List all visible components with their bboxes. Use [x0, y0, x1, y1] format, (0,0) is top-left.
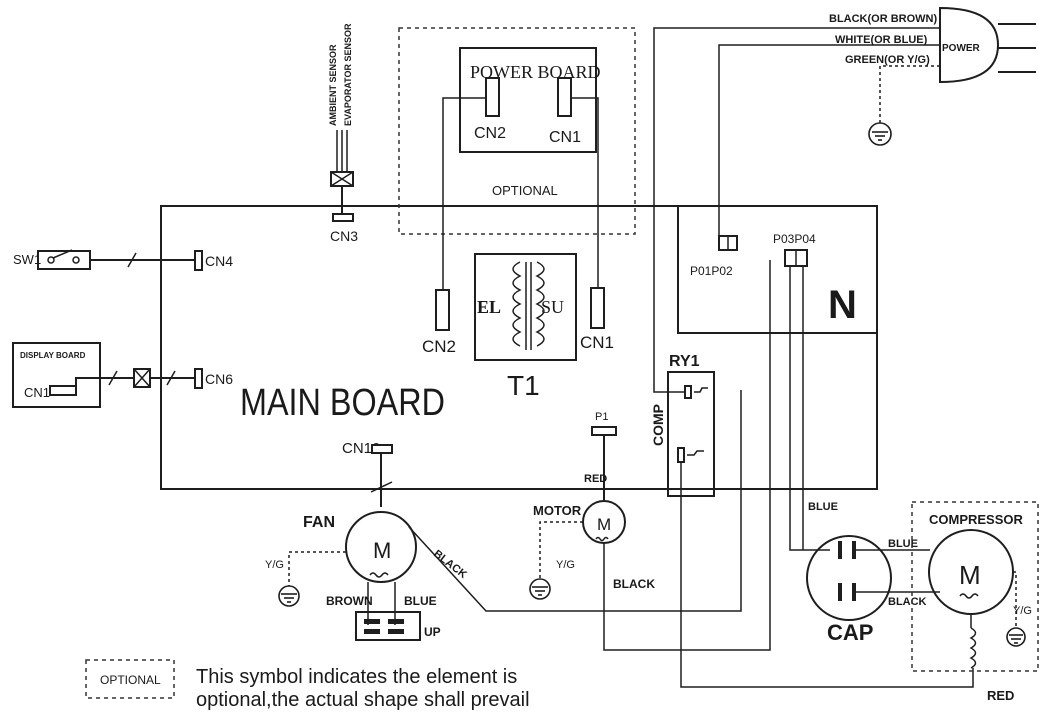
optional-area-label: OPTIONAL — [492, 183, 558, 198]
neutral-section — [677, 206, 877, 334]
legend-optional-label: OPTIONAL — [100, 673, 161, 687]
cap-label: CAP — [827, 620, 873, 645]
plug-icon — [939, 6, 1036, 84]
up-label: UP — [424, 625, 441, 639]
cn3-connector — [332, 213, 354, 222]
motor-yg-label: Y/G — [556, 559, 575, 571]
ambient-sensor-label: AMBIENT SENSOR — [328, 44, 338, 126]
transformer-icon — [474, 253, 577, 361]
motor-icon — [345, 511, 417, 583]
wire-motor-black — [603, 260, 771, 651]
fan-yg-label: Y/G — [265, 559, 284, 571]
comp-label: COMP — [650, 404, 666, 446]
wire-p01-white — [718, 44, 940, 243]
cap-blue-label: BLUE — [888, 538, 918, 550]
sw1-label: SW1 — [13, 252, 41, 267]
legend-text-line1: This symbol indicates the element is — [196, 666, 517, 688]
display-board — [12, 342, 101, 408]
transformer-el-label: EL — [477, 297, 501, 317]
wire-fan-black — [408, 390, 742, 612]
fan-label: FAN — [303, 514, 335, 531]
legend-optional-symbol — [85, 659, 175, 699]
cn6-label: CN6 — [205, 371, 233, 387]
red-bottom-label: RED — [987, 688, 1014, 703]
neutral-label: N — [828, 283, 857, 327]
capacitor-icon — [806, 535, 892, 621]
wire-pb-cn2 — [442, 97, 486, 290]
p1-label: P1 — [595, 411, 608, 423]
power-board-cn2-label: CN2 — [474, 125, 506, 142]
main-board-cn2-connector — [435, 289, 450, 331]
cn4-connector — [194, 250, 203, 271]
main-board-cn1-connector — [590, 287, 605, 329]
p1-connector — [591, 426, 617, 436]
display-board-cn1-connector — [49, 385, 77, 396]
cn3-label: CN3 — [330, 228, 358, 244]
p01p02-label: P01P02 — [690, 264, 733, 278]
legend-text-line2: optional,the actual shape shall prevail — [196, 689, 530, 711]
ground-icon — [278, 585, 300, 607]
relay-ry1 — [667, 371, 715, 497]
optional-area — [398, 27, 636, 235]
fan-m-label: M — [373, 538, 391, 563]
compressor-yg-label: Y/G — [1013, 605, 1032, 617]
black-or-brown-label: BLACK(OR BROWN) — [829, 13, 937, 25]
motor-m-label: M — [597, 515, 611, 534]
power-board-cn2-connector — [485, 77, 500, 117]
power-board-cn1-connector — [557, 77, 572, 117]
wire-pb-cn1 — [571, 97, 599, 288]
wire-relay-compressor — [680, 462, 974, 688]
ground-icon — [868, 122, 892, 146]
compressor-label: COMPRESSOR — [929, 512, 1024, 527]
motor-black-label: BLACK — [613, 577, 655, 591]
cn10-connector — [371, 444, 393, 454]
red-p1-label: RED — [584, 473, 607, 485]
display-board-label: DISPLAY BOARD — [20, 351, 86, 360]
main-board-label: MAIN BOARD — [240, 382, 445, 424]
evaporator-sensor-label: EVAPORATOR SENSOR — [343, 23, 353, 126]
cap-black-label: BLACK — [888, 596, 927, 608]
power-board — [459, 47, 597, 153]
cn10-label: CN10 — [342, 440, 380, 457]
compressor-optional-area — [911, 501, 1039, 672]
ground-icon — [1006, 627, 1026, 647]
compressor-coil — [969, 627, 977, 669]
sensor-leads — [336, 130, 348, 172]
main-board-outline — [160, 205, 878, 490]
transformer-su-label: SU — [541, 297, 564, 317]
ry1-label: RY1 — [669, 353, 700, 370]
cn4-label: CN4 — [205, 253, 233, 269]
fan-black-label: BLACK — [431, 548, 469, 581]
motor-label: MOTOR — [533, 503, 582, 518]
display-board-cn1-label: CN1 — [24, 385, 50, 400]
wire-display-cn6 — [75, 377, 195, 390]
main-board-cn1-label: CN1 — [580, 333, 614, 352]
brown-label: BROWN — [326, 594, 373, 608]
blue-label: BLUE — [404, 594, 437, 608]
wire-relay-top — [653, 27, 940, 393]
transformer-label: T1 — [507, 370, 540, 401]
green-or-yg-label: GREEN(OR Y/G) — [845, 54, 930, 66]
compressor-m-label: M — [959, 560, 981, 590]
ground-icon — [529, 578, 551, 600]
fan-capacitor — [355, 611, 421, 641]
power-label: POWER — [942, 43, 981, 54]
white-or-blue-label: WHITE(OR BLUE) — [835, 34, 928, 46]
relay-icon — [677, 385, 708, 463]
p03p04-label: P03P04 — [773, 232, 816, 246]
cn6-connector — [194, 368, 203, 389]
main-board-cn2-label: CN2 — [422, 337, 456, 356]
power-board-cn1-label: CN1 — [549, 129, 581, 146]
blue-cap-label: BLUE — [808, 501, 838, 513]
switch-icon — [37, 249, 91, 270]
